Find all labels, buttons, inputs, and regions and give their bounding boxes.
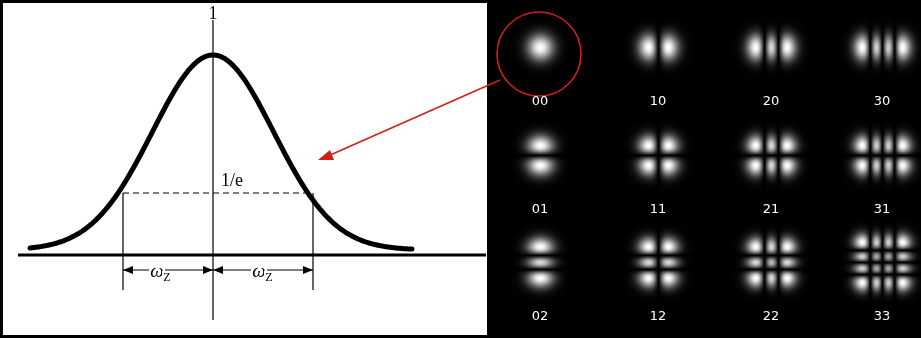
gaussian-curve xyxy=(30,55,412,249)
mode-patterns xyxy=(490,0,921,338)
mode-label: 21 xyxy=(763,202,780,215)
center-axis xyxy=(212,20,213,320)
arrowhead xyxy=(203,266,213,274)
mode-label: 01 xyxy=(532,202,549,215)
arrowhead xyxy=(318,150,334,160)
extension-line xyxy=(312,193,313,290)
highlight-circle xyxy=(497,12,581,96)
arrowhead xyxy=(303,266,313,274)
mode-label: 02 xyxy=(532,309,549,322)
mode-label: 11 xyxy=(650,202,667,215)
white-panel xyxy=(3,3,487,335)
axis-value: 1/e xyxy=(221,171,243,189)
mode-label: 20 xyxy=(763,94,780,107)
mode-label: 00 xyxy=(532,94,549,107)
mode-label: 12 xyxy=(650,309,667,322)
mode-label: 33 xyxy=(874,309,891,322)
axis-value: 1 xyxy=(209,4,218,22)
arrowhead xyxy=(213,266,223,274)
arrowhead xyxy=(123,266,133,274)
extension-line xyxy=(122,193,123,290)
subscript: Z xyxy=(264,271,273,283)
mode-label: 31 xyxy=(874,202,891,215)
mode-label: 10 xyxy=(650,94,667,107)
baseline xyxy=(18,254,486,257)
subscript: Z xyxy=(162,271,171,283)
pointer-arrow xyxy=(328,80,500,156)
mode-label: 22 xyxy=(763,309,780,322)
level-line xyxy=(123,192,313,193)
mode-label: 30 xyxy=(874,94,891,107)
